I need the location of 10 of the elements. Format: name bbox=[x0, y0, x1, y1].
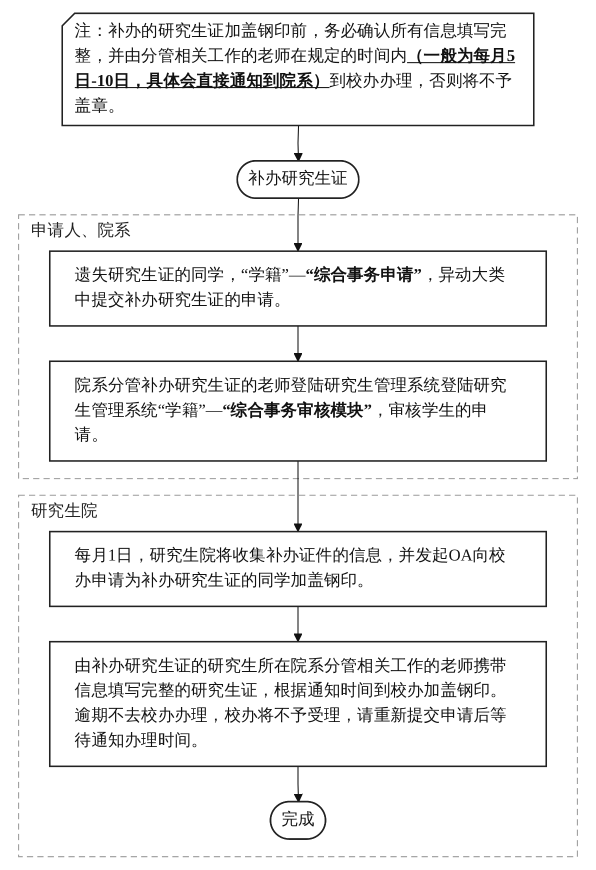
arrow bbox=[293, 606, 303, 642]
arrow bbox=[293, 460, 303, 532]
arrow bbox=[293, 198, 303, 252]
arrow bbox=[293, 326, 303, 362]
node-box: 院系分管补办研究生证的老师登陆研究生管理系统登陆研究生管理系统“学籍”—“综合事务审核模块”，审核学生的申请。 bbox=[48, 360, 548, 462]
arrow bbox=[294, 126, 303, 162]
node-box: 每月1日，研究生院将收集补办证件的信息，并发起OA向校办申请为补办研究生证的同学加盖钢印。 bbox=[48, 530, 548, 608]
arrow bbox=[294, 766, 303, 803]
node-box: 遗失研究生证的同学，“学籍”—“综合事务申请”，异动大类中提交补办研究生证的申请。 bbox=[48, 250, 548, 327]
node-box: 由补办研究生证的研究生所在院系分管相关工作的老师携带信息填写完整的研究生证，根据通知时间到校办加盖钢印。逾期不去校办办理，校办将不予受理，请重新提交申请后等待通知办理时间。 bbox=[48, 640, 548, 768]
